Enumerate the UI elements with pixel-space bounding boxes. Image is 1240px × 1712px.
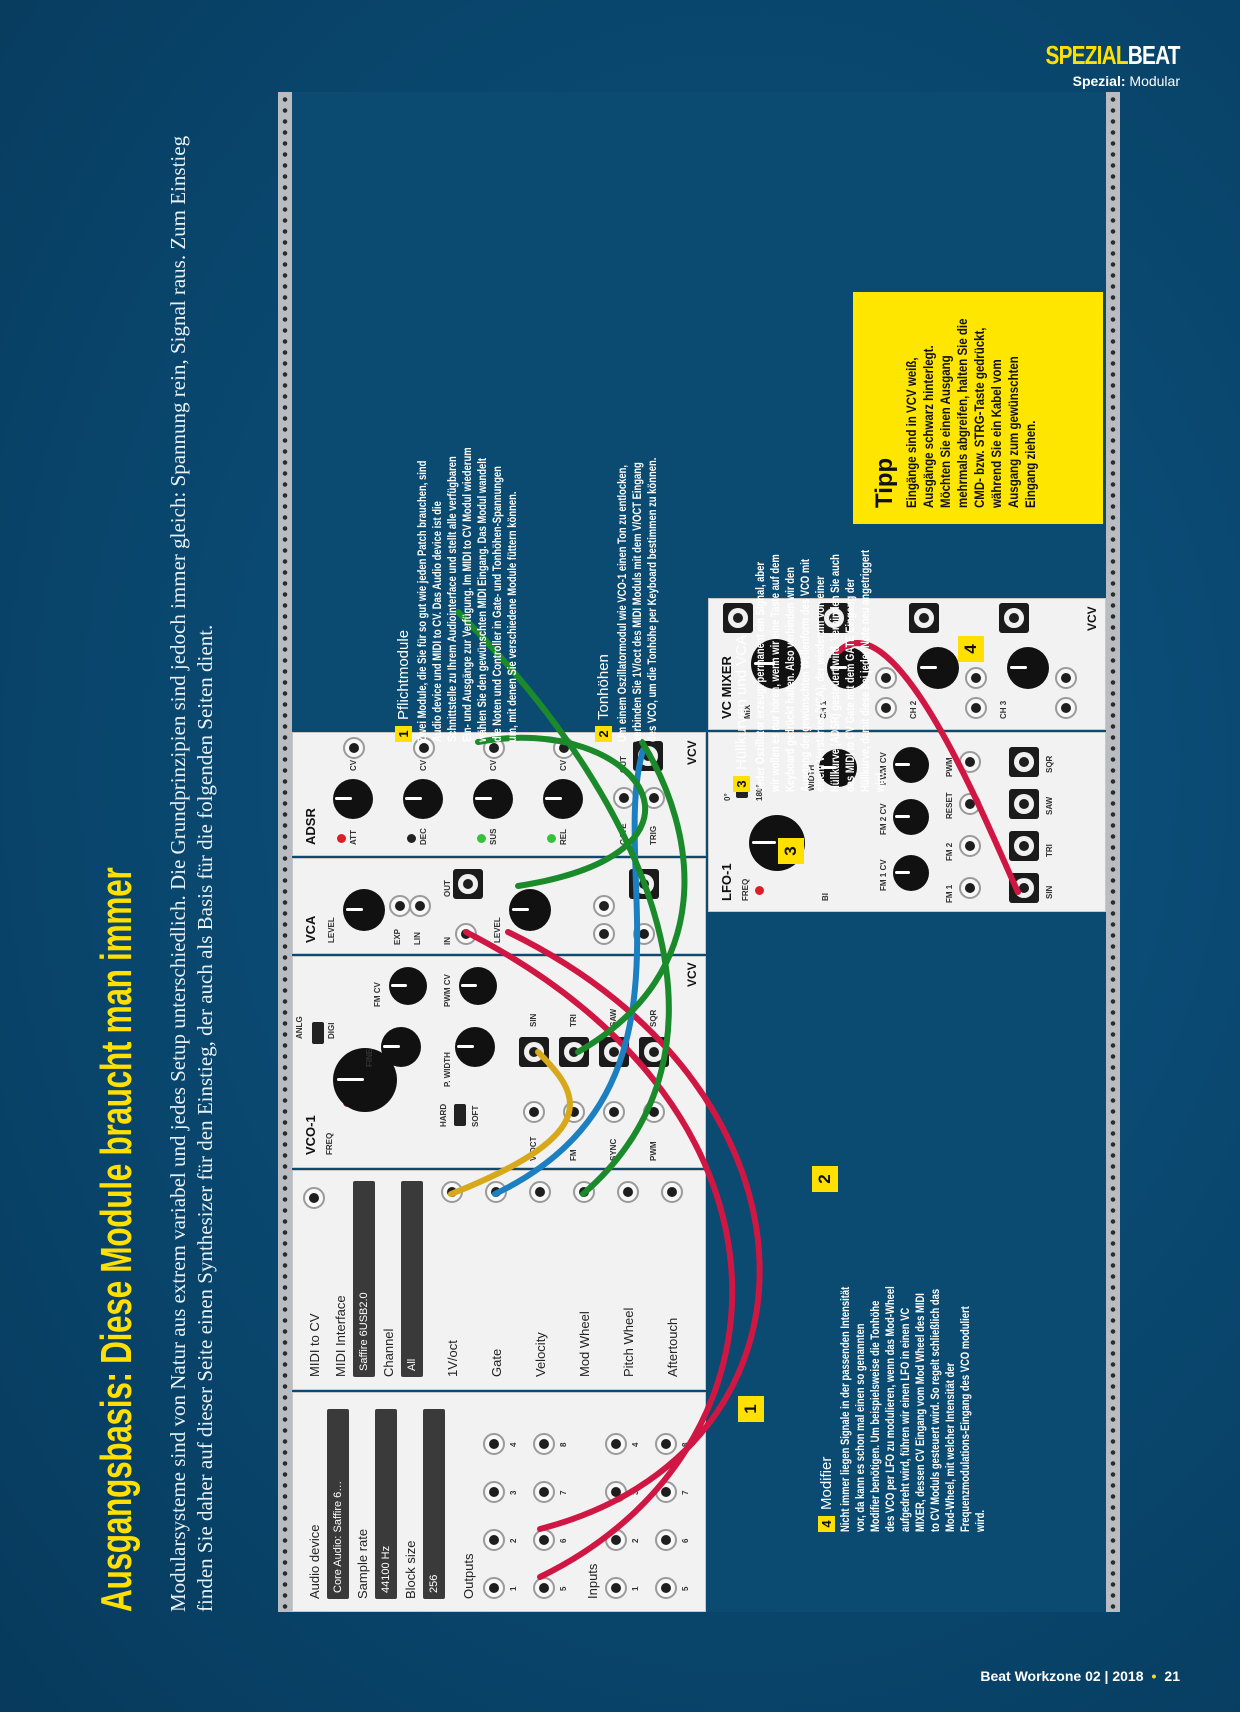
magazine-brand: SPEZIALBEAT <box>1045 40 1181 70</box>
patch-cable[interactable] <box>463 929 736 1580</box>
callout-2-number: 2 <box>595 726 612 742</box>
patch-cable[interactable] <box>448 1049 573 1197</box>
marker-4: 4 <box>958 636 984 662</box>
header-brand: SPEZIALBEAT Spezial: Modular <box>1012 40 1181 89</box>
patch-cable[interactable] <box>475 734 649 889</box>
headline: Ausgangsbasis: Diese Module braucht man … <box>92 867 141 1612</box>
callout-4-body: Nicht immer liegen Signale in der passen… <box>840 1286 987 1532</box>
footer-magazine: Beat Workzone 02 | 2018 <box>980 1668 1144 1684</box>
callout-3-number: 3 <box>733 776 750 792</box>
callout-1-number: 1 <box>395 726 412 742</box>
callout-4-number: 4 <box>818 1516 835 1532</box>
callout-4: 4 Modifier Nicht immer liegen Signale in … <box>818 1282 989 1532</box>
patch-cable[interactable] <box>455 609 672 1197</box>
callout-2-body: Um einem Oszillatormodul wie VCO-1 einen… <box>617 457 659 742</box>
callout-3-body: Jeder Oszillator erzeugt permanent ein S… <box>755 549 887 792</box>
page-number: 21 <box>1164 1668 1180 1684</box>
patch-cable[interactable] <box>835 640 1021 895</box>
footer: Beat Workzone 02 | 2018•21 <box>980 1668 1180 1684</box>
callout-1: 1 Pflichtmodule Zwei Module, die Sie für … <box>395 442 521 742</box>
patch-cable[interactable] <box>505 929 763 1532</box>
callout-2: 2 Tonhöhen Um einem Oszillatormodul wie V… <box>595 442 661 742</box>
tip-box: Tipp Eingänge sind in VCV weiß, Ausgänge… <box>853 292 1103 524</box>
marker-1: 1 <box>738 1396 764 1422</box>
vcv-rack: Audio device Core Audio: Saffire 6… Samp… <box>278 92 1120 1612</box>
callout-1-title: Pflichtmodule <box>395 629 412 720</box>
callout-3-title: Hüllkurven und VCA <box>733 634 750 770</box>
callout-4-title: Modifier <box>818 1456 835 1510</box>
marker-2: 2 <box>812 1166 838 1192</box>
patch-cable[interactable] <box>575 739 688 1055</box>
callout-3: 3 Hüllkurven und VCA Jeder Oszillator erz… <box>733 542 889 792</box>
tip-title: Tipp <box>871 457 898 508</box>
marker-3: 3 <box>778 838 804 864</box>
callout-1-body: Zwei Module, die Sie für so gut wie jede… <box>417 447 519 742</box>
intro-text: Modularsysteme sind von Natur aus extrem… <box>166 135 217 1612</box>
callout-2-title: Tonhöhen <box>595 654 612 720</box>
patch-cables <box>448 609 1021 1580</box>
patch-cable[interactable] <box>492 747 646 1197</box>
section-label: Spezial: Modular <box>1072 73 1180 89</box>
tip-body: Eingänge sind in VCV weiß, Ausgänge schw… <box>903 318 1038 508</box>
